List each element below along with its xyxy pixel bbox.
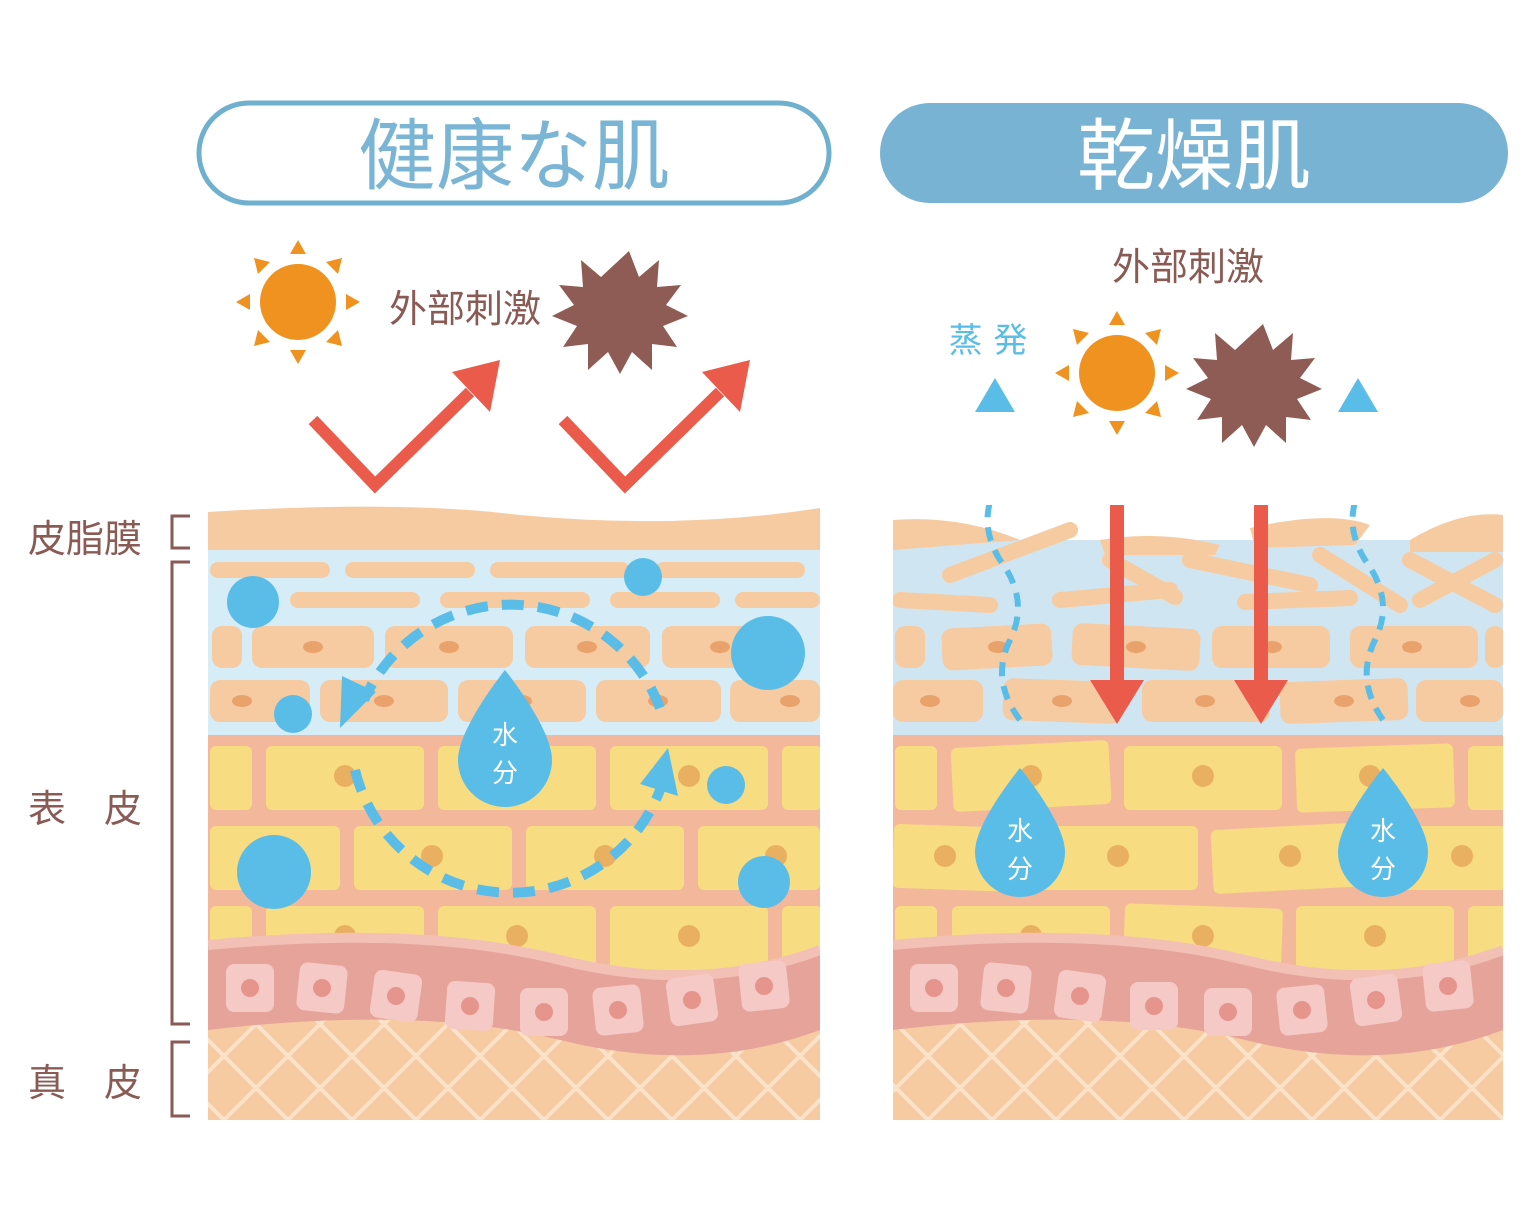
water-drop-label: 分	[1007, 855, 1033, 885]
bounce-arrow-icon	[558, 360, 750, 494]
label-sebum: 皮脂膜	[28, 517, 142, 561]
label-epidermis: 表 皮	[28, 787, 142, 831]
right-title-pill: 乾燥肌	[880, 103, 1508, 203]
evaporation-arrowhead	[1338, 378, 1378, 412]
sebum-layer	[208, 506, 820, 550]
evaporation-label: 蒸 発	[949, 321, 1028, 361]
water-drop-label: 分	[492, 759, 518, 789]
sun-icon	[1055, 311, 1179, 435]
water-drop-icon: 水 分	[1338, 768, 1428, 897]
basal-layer	[208, 937, 820, 1056]
down-arrow-icon	[1090, 505, 1144, 724]
left-skin-cross-section: 水 分	[208, 506, 820, 1120]
bounce-arrow-icon	[308, 360, 500, 494]
water-drop-label: 水	[1007, 817, 1033, 847]
bracket-epidermis	[170, 560, 190, 1026]
right-skin-cross-section: 水 分 水 分	[893, 505, 1503, 1120]
evaporation-arrow-icon	[984, 505, 1386, 722]
left-title: 健康な肌	[358, 112, 670, 202]
irritant-icon	[552, 251, 688, 374]
basal-layer	[893, 937, 1503, 1056]
bracket-sebum	[170, 514, 190, 550]
sun-icon	[236, 240, 360, 364]
down-arrow-icon	[1234, 505, 1288, 724]
right-stimulus-label: 外部刺激	[1112, 245, 1264, 289]
evaporation-arrowhead	[975, 378, 1015, 412]
water-drop-label: 水	[1370, 817, 1396, 847]
left-title-pill: 健康な肌	[196, 100, 832, 206]
water-drop-icon: 水 分	[458, 670, 552, 807]
water-drop-label: 水	[492, 721, 518, 751]
bracket-dermis	[170, 1040, 190, 1118]
left-stimulus-label: 外部刺激	[389, 287, 541, 331]
right-title: 乾燥肌	[1077, 112, 1311, 202]
water-drop-label: 分	[1370, 855, 1396, 885]
circulation-arrows	[350, 599, 665, 898]
irritant-icon	[1186, 324, 1322, 447]
label-dermis: 真 皮	[28, 1061, 142, 1105]
water-drop-icon: 水 分	[975, 768, 1065, 897]
